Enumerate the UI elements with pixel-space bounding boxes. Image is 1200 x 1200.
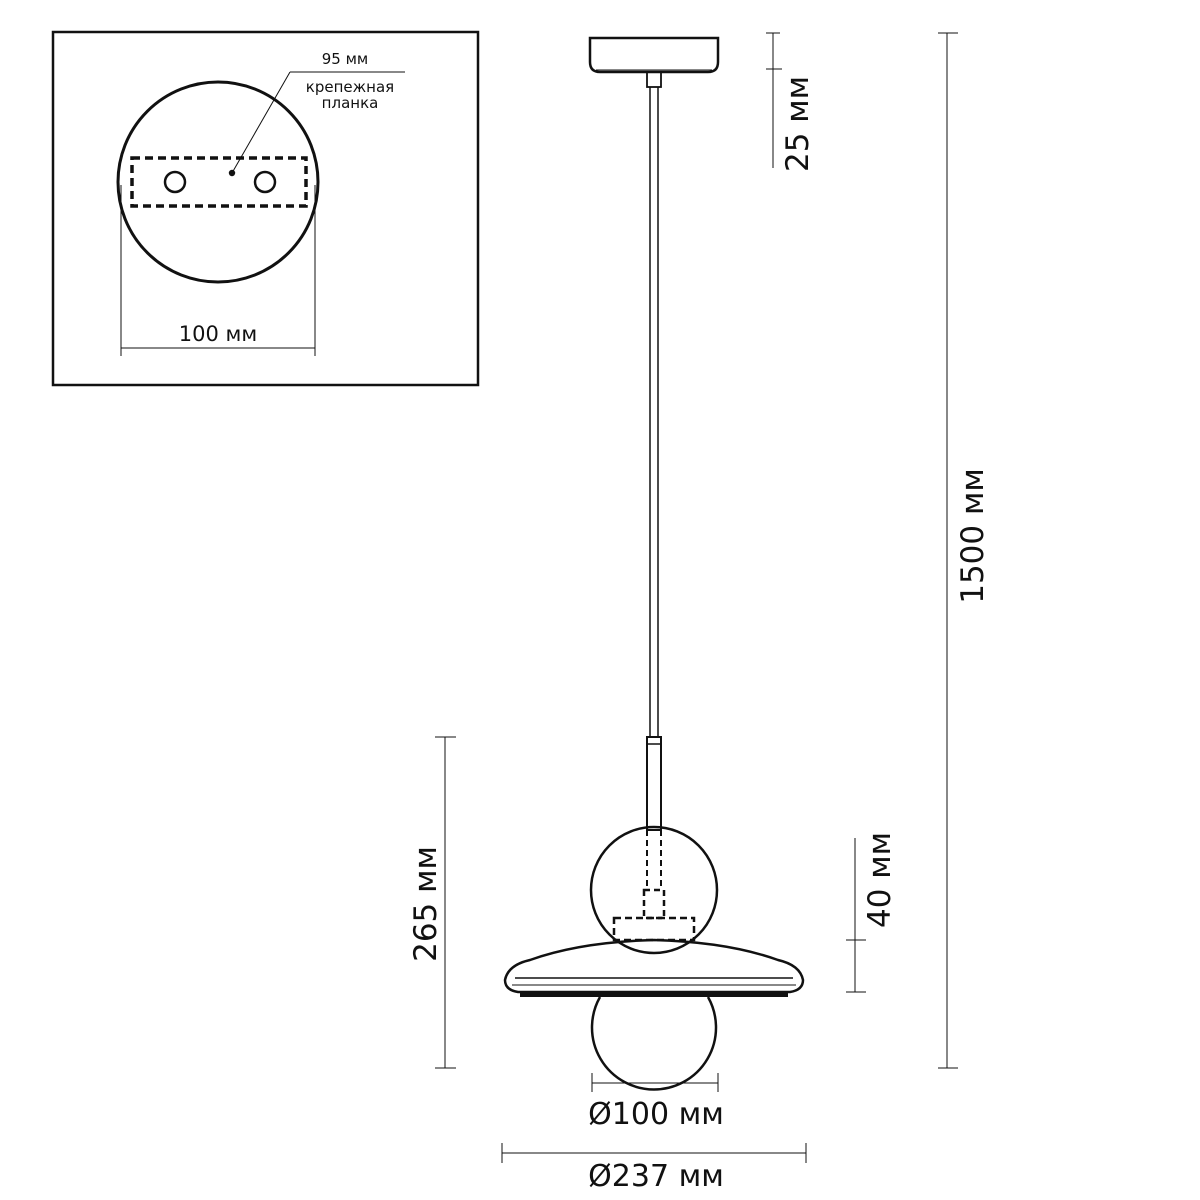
canopy-height-label: 25 мм: [780, 76, 816, 172]
lamp-side-view: [503, 36, 805, 1091]
hidden-socket-base: [612, 916, 696, 942]
total-length-label: 1500 мм: [955, 468, 991, 604]
plate-name-line1: крепежная: [306, 78, 394, 96]
cord-grip: [646, 71, 662, 88]
globe-diameter-label: Ø100 мм: [588, 1097, 724, 1132]
canopy-diameter-label: 100 мм: [179, 322, 257, 346]
body-height-label: 265 мм: [408, 846, 444, 962]
screw-hole-left: [163, 170, 187, 194]
disc-underside-ring: [520, 992, 788, 997]
mounting-plate-outline: [130, 156, 308, 208]
inset-frame: [51, 30, 480, 387]
upper-sphere: [589, 825, 719, 955]
dimensions: 25 мм 1500 мм 265 мм 40 мм Ø100 мм Ø237 …: [408, 32, 991, 1194]
lamp-stem: [646, 736, 662, 831]
plate-name-line2: планка: [322, 94, 379, 112]
screw-hole-right: [253, 170, 277, 194]
plate-width-label: 95 мм: [322, 50, 369, 68]
disc-offset-label: 40 мм: [862, 832, 898, 928]
lower-globe: [590, 996, 718, 1091]
plate-leader-line: [231, 71, 291, 174]
disc-shade: [503, 938, 805, 994]
hidden-connector: [642, 888, 666, 920]
canopy-top-view-inset: 95 мм крепежная планка 100 мм: [51, 30, 480, 387]
disc-diameter-label: Ø237 мм: [588, 1159, 724, 1194]
canopy-circle: [116, 80, 320, 284]
canopy: [588, 36, 720, 74]
